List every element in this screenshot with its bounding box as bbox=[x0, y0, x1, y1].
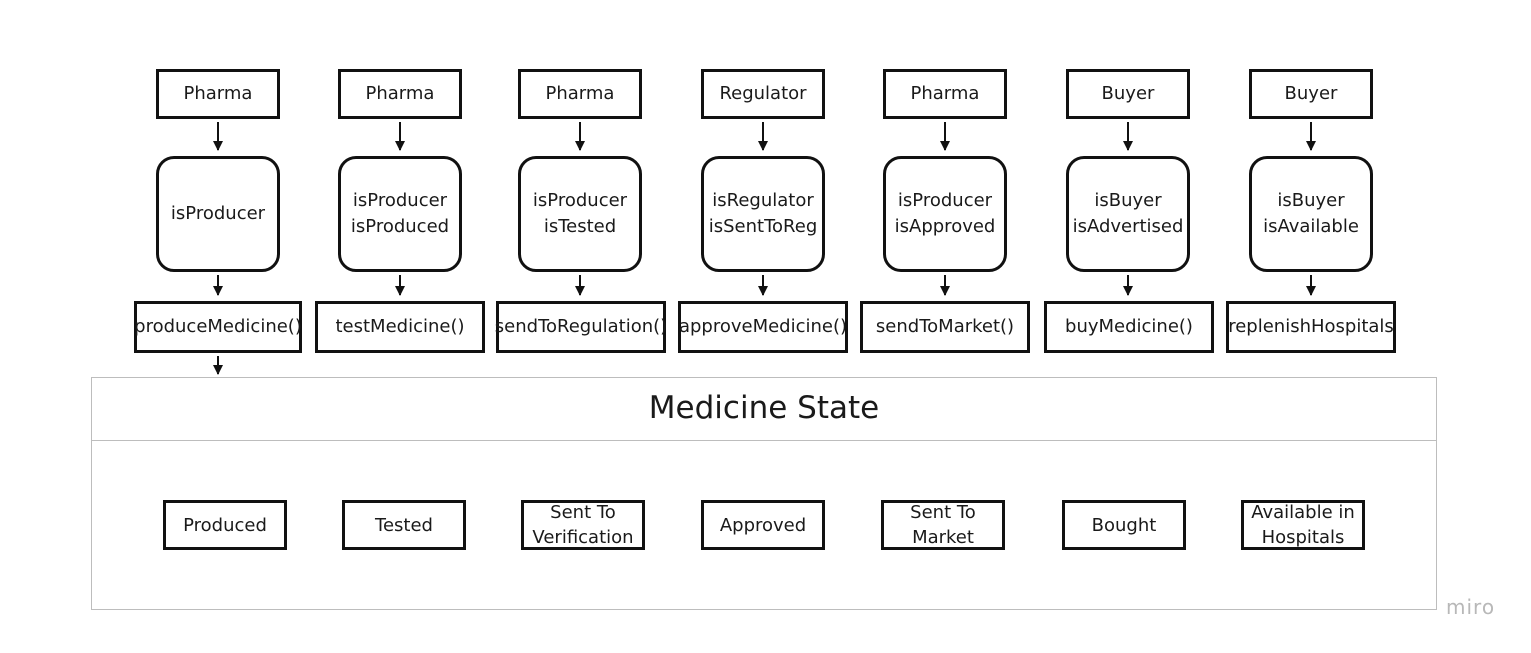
state-text: Produced bbox=[183, 514, 267, 536]
actor-box: Regulator bbox=[701, 69, 825, 119]
function-box: produceMedicine() bbox=[134, 301, 302, 353]
condition-text: isProducer bbox=[352, 190, 448, 211]
condition-text: isBuyer bbox=[1094, 190, 1162, 211]
state-text: Verification bbox=[532, 527, 634, 548]
medicine-state-panel: Medicine State bbox=[91, 377, 1437, 610]
function-box: approveMedicine() bbox=[678, 301, 848, 353]
arrow bbox=[575, 275, 585, 296]
actor-box: Pharma bbox=[883, 69, 1007, 119]
function-box: buyMedicine() bbox=[1044, 301, 1214, 353]
panel-title: Medicine State bbox=[648, 390, 880, 426]
condition-box: isProducer isProduced bbox=[338, 156, 462, 272]
state-box: Sent To Market bbox=[881, 500, 1005, 550]
condition-text: isAdvertised bbox=[1072, 216, 1184, 237]
condition-text: isAvailable bbox=[1263, 216, 1359, 237]
arrow bbox=[1306, 275, 1316, 296]
actor-box: Buyer bbox=[1249, 69, 1373, 119]
arrow bbox=[940, 122, 950, 151]
condition-text: isSentToReg bbox=[708, 216, 818, 237]
condition-box: isProducer bbox=[156, 156, 280, 272]
arrow bbox=[213, 122, 223, 151]
arrow bbox=[758, 275, 768, 296]
state-text: Sent To bbox=[550, 502, 616, 523]
function-box: sendToRegulation() bbox=[495, 301, 667, 353]
state-box: Available in Hospitals bbox=[1241, 500, 1365, 550]
state-text: Available in bbox=[1251, 502, 1355, 523]
arrow bbox=[395, 275, 405, 296]
arrow bbox=[1123, 275, 1133, 296]
miro-watermark: miro bbox=[1446, 595, 1496, 619]
state-box: Produced bbox=[163, 500, 287, 550]
arrow bbox=[395, 122, 405, 151]
condition-text: isProducer bbox=[897, 190, 993, 211]
condition-box: isBuyer isAvailable bbox=[1249, 156, 1373, 272]
function-box: sendToMarket() bbox=[860, 301, 1030, 353]
state-text: Bought bbox=[1091, 514, 1157, 536]
condition-text: isRegulator bbox=[712, 190, 814, 211]
condition-box: isBuyer isAdvertised bbox=[1066, 156, 1190, 272]
state-box: Tested bbox=[342, 500, 466, 550]
actor-box: Pharma bbox=[156, 69, 280, 119]
function-box: testMedicine() bbox=[315, 301, 485, 353]
state-text: Approved bbox=[719, 514, 807, 536]
actor-box: Pharma bbox=[518, 69, 642, 119]
state-box: Sent To Verification bbox=[521, 500, 645, 550]
state-text: Tested bbox=[375, 514, 433, 536]
condition-box: isProducer isTested bbox=[518, 156, 642, 272]
arrow bbox=[1306, 122, 1316, 151]
panel-divider bbox=[92, 440, 1436, 441]
arrow bbox=[575, 122, 585, 151]
function-box: replenishHospitals bbox=[1226, 301, 1396, 353]
state-text: Hospitals bbox=[1261, 527, 1345, 548]
state-box: Bought bbox=[1062, 500, 1186, 550]
arrow bbox=[213, 356, 223, 375]
condition-text: isProduced bbox=[350, 216, 450, 237]
condition-text: isProducer bbox=[532, 190, 628, 211]
arrow bbox=[758, 122, 768, 151]
condition-text: isTested bbox=[543, 216, 617, 237]
state-box: Approved bbox=[701, 500, 825, 550]
actor-box: Buyer bbox=[1066, 69, 1190, 119]
condition-box: isProducer isApproved bbox=[883, 156, 1007, 272]
condition-text: isBuyer bbox=[1277, 190, 1345, 211]
state-text: Market bbox=[912, 527, 974, 548]
condition-box: isRegulator isSentToReg bbox=[701, 156, 825, 272]
arrow bbox=[213, 275, 223, 296]
condition-text: isProducer bbox=[170, 203, 266, 224]
arrow bbox=[1123, 122, 1133, 151]
arrow bbox=[940, 275, 950, 296]
state-text: Sent To bbox=[910, 502, 976, 523]
actor-box: Pharma bbox=[338, 69, 462, 119]
condition-text: isApproved bbox=[894, 216, 996, 237]
